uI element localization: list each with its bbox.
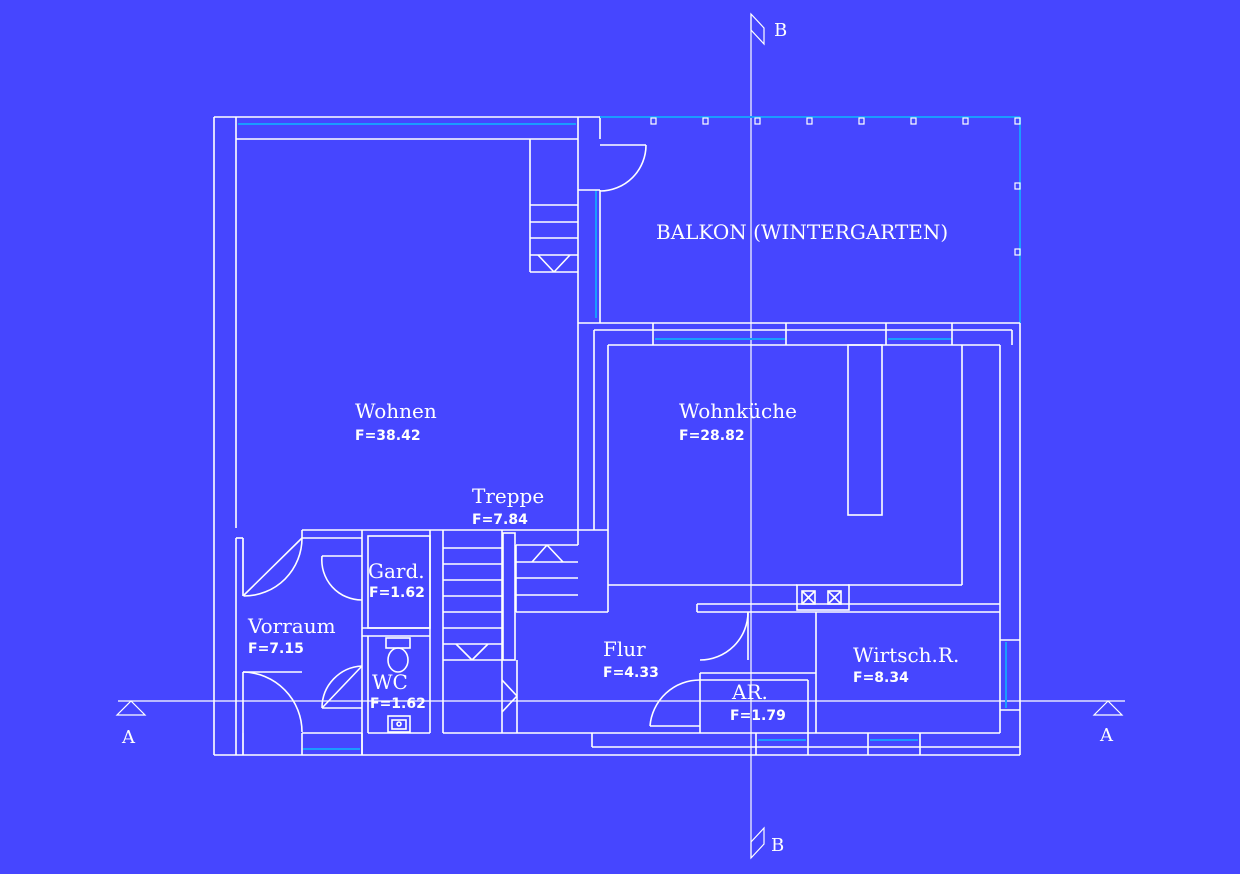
room-name-wirtsch: Wirtsch.R. <box>853 643 959 667</box>
room-name-wohnen: Wohnen <box>355 399 437 423</box>
kitchen-walls <box>577 322 1020 661</box>
section-line-a <box>115 700 1125 716</box>
entry-walls <box>236 530 431 755</box>
room-name-vorraum: Vorraum <box>247 614 336 638</box>
section-label-b-top: B <box>774 20 787 41</box>
section-line-b <box>750 12 765 860</box>
room-name-treppe: Treppe <box>472 484 544 508</box>
room-name-wc: WC <box>372 670 408 694</box>
room-name-wohnkueche: Wohnküche <box>679 399 797 423</box>
balcony-posts <box>650 117 1021 256</box>
room-area-ar: F=1.79 <box>730 708 786 724</box>
room-area-wirtsch: F=8.34 <box>853 670 909 686</box>
balcony-stair <box>529 139 647 323</box>
section-label-a-left: A <box>121 727 136 748</box>
room-area-flur: F=4.33 <box>603 665 659 681</box>
room-name-flur: Flur <box>603 637 646 661</box>
room-name-gard: Gard. <box>368 559 425 583</box>
glazing <box>238 116 1021 750</box>
section-label-a-right: A <box>1099 725 1114 746</box>
room-area-treppe: F=7.84 <box>472 512 528 528</box>
room-name-balkon: BALKON (WINTERGARTEN) <box>656 220 948 244</box>
section-label-b-bottom: B <box>771 835 784 856</box>
room-name-ar: AR. <box>731 680 768 704</box>
room-area-wc: F=1.62 <box>370 696 426 712</box>
room-area-gard: F=1.62 <box>369 585 425 601</box>
stair <box>302 529 592 734</box>
room-area-vorraum: F=7.15 <box>248 641 304 657</box>
room-area-wohnen: F=38.42 <box>355 428 421 444</box>
room-area-wohnkueche: F=28.82 <box>679 428 745 444</box>
storage-walls <box>649 612 817 733</box>
